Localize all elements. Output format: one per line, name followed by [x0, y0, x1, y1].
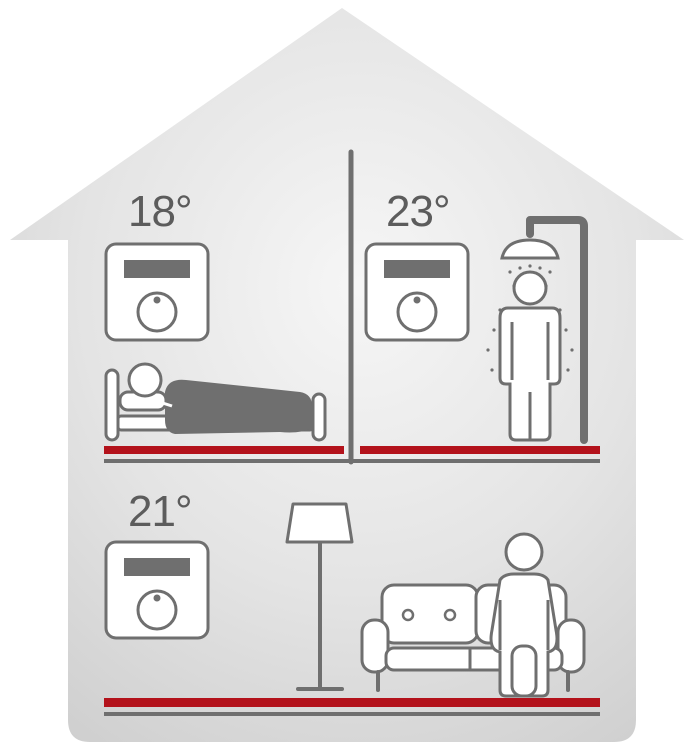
bedroom-thermostat-icon — [106, 244, 208, 340]
bathroom-temperature: 23° — [386, 190, 450, 234]
living-room-thermostat-icon — [106, 542, 208, 638]
lower-floor — [104, 698, 600, 716]
living-room-temperature: 21° — [128, 490, 192, 534]
bedroom-temperature: 18° — [128, 190, 192, 234]
bathroom-thermostat-icon — [366, 244, 468, 340]
